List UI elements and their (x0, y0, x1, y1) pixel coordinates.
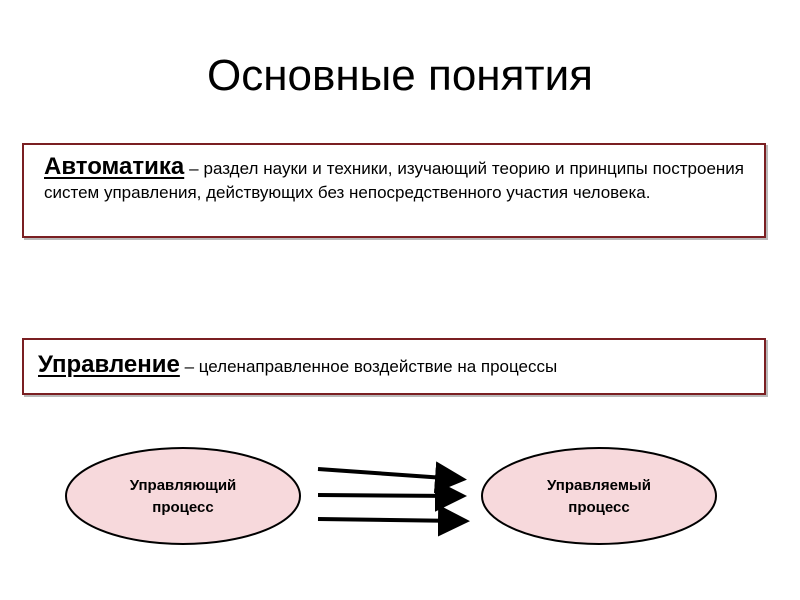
term-control: Управление (38, 351, 180, 378)
term-automation: Автоматика (44, 153, 185, 180)
definition-automation-text: – раздел науки и техники, изучающий теор… (44, 159, 744, 202)
control-diagram: Управляющий процесс Управляемый процесс (65, 447, 717, 545)
definition-control: Управление – целенаправленное воздействи… (38, 350, 750, 382)
arrow-bottom (317, 504, 470, 537)
source-node-label-line1: Управляющий (130, 477, 237, 494)
source-node-shape (65, 447, 301, 545)
source-node-label-line2: процесс (152, 499, 213, 516)
definition-automation: Автоматика – раздел науки и техники, изу… (44, 155, 744, 205)
arrow-top (317, 461, 467, 494)
influence-arrows (317, 461, 470, 537)
definition-box-control: Управление – целенаправленное воздействи… (22, 338, 766, 395)
target-node-label-line2: процесс (568, 499, 629, 516)
target-node-shape (481, 447, 717, 545)
definition-control-text: – целенаправленное воздействие на процес… (179, 357, 558, 376)
target-node: Управляемый процесс (481, 447, 717, 545)
target-node-label-line1: Управляемый (547, 477, 651, 494)
slide-title: Основные понятия (207, 51, 593, 100)
definition-box-automation: Автоматика – раздел науки и техники, изу… (22, 143, 766, 238)
source-node: Управляющий процесс (65, 447, 301, 545)
arrow-middle (317, 479, 467, 512)
